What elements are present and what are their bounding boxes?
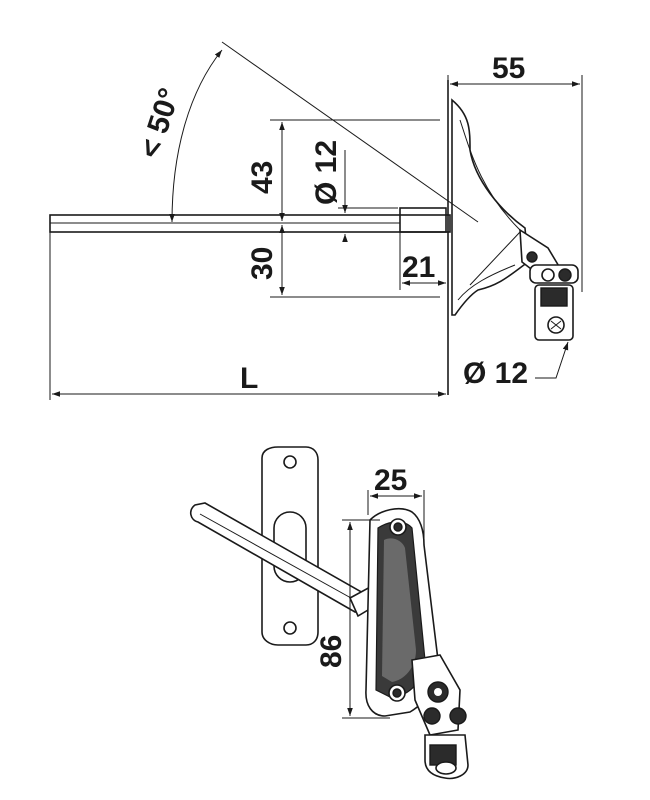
- dim-86-label: 86: [315, 635, 348, 668]
- dim-43-label: 43: [246, 161, 279, 194]
- top-view: < 50° 55 43 30 Ø 12 21: [49, 41, 583, 400]
- dimension-25: 25: [367, 464, 425, 540]
- dimension-dia-12: Ø 12: [310, 140, 398, 242]
- universal-joint-iso: [411, 654, 469, 780]
- dim-25-label: 25: [374, 464, 407, 497]
- dimension-86: 86: [315, 519, 390, 719]
- dimension-21: 21: [399, 232, 446, 290]
- gear-housing: [451, 98, 529, 316]
- angle-dimension: < 50°: [133, 41, 479, 223]
- universal-joint: [519, 228, 579, 341]
- dimension-43-30: 43 30: [246, 119, 440, 298]
- dimension-L: L: [49, 232, 446, 400]
- iso-view: 25 86: [189, 446, 469, 780]
- dim-L-label: L: [240, 362, 258, 395]
- crank-rod: [49, 207, 451, 233]
- dim-55-label: 55: [492, 52, 525, 85]
- dim-21-label: 21: [402, 251, 435, 284]
- dim-dia-12-label: Ø 12: [310, 140, 343, 205]
- dim-30-label: 30: [246, 247, 279, 280]
- dim-dia-12-bottom-label: Ø 12: [463, 357, 528, 390]
- dimension-dia-12-leader: Ø 12: [463, 341, 569, 390]
- dimension-55: 55: [447, 52, 583, 292]
